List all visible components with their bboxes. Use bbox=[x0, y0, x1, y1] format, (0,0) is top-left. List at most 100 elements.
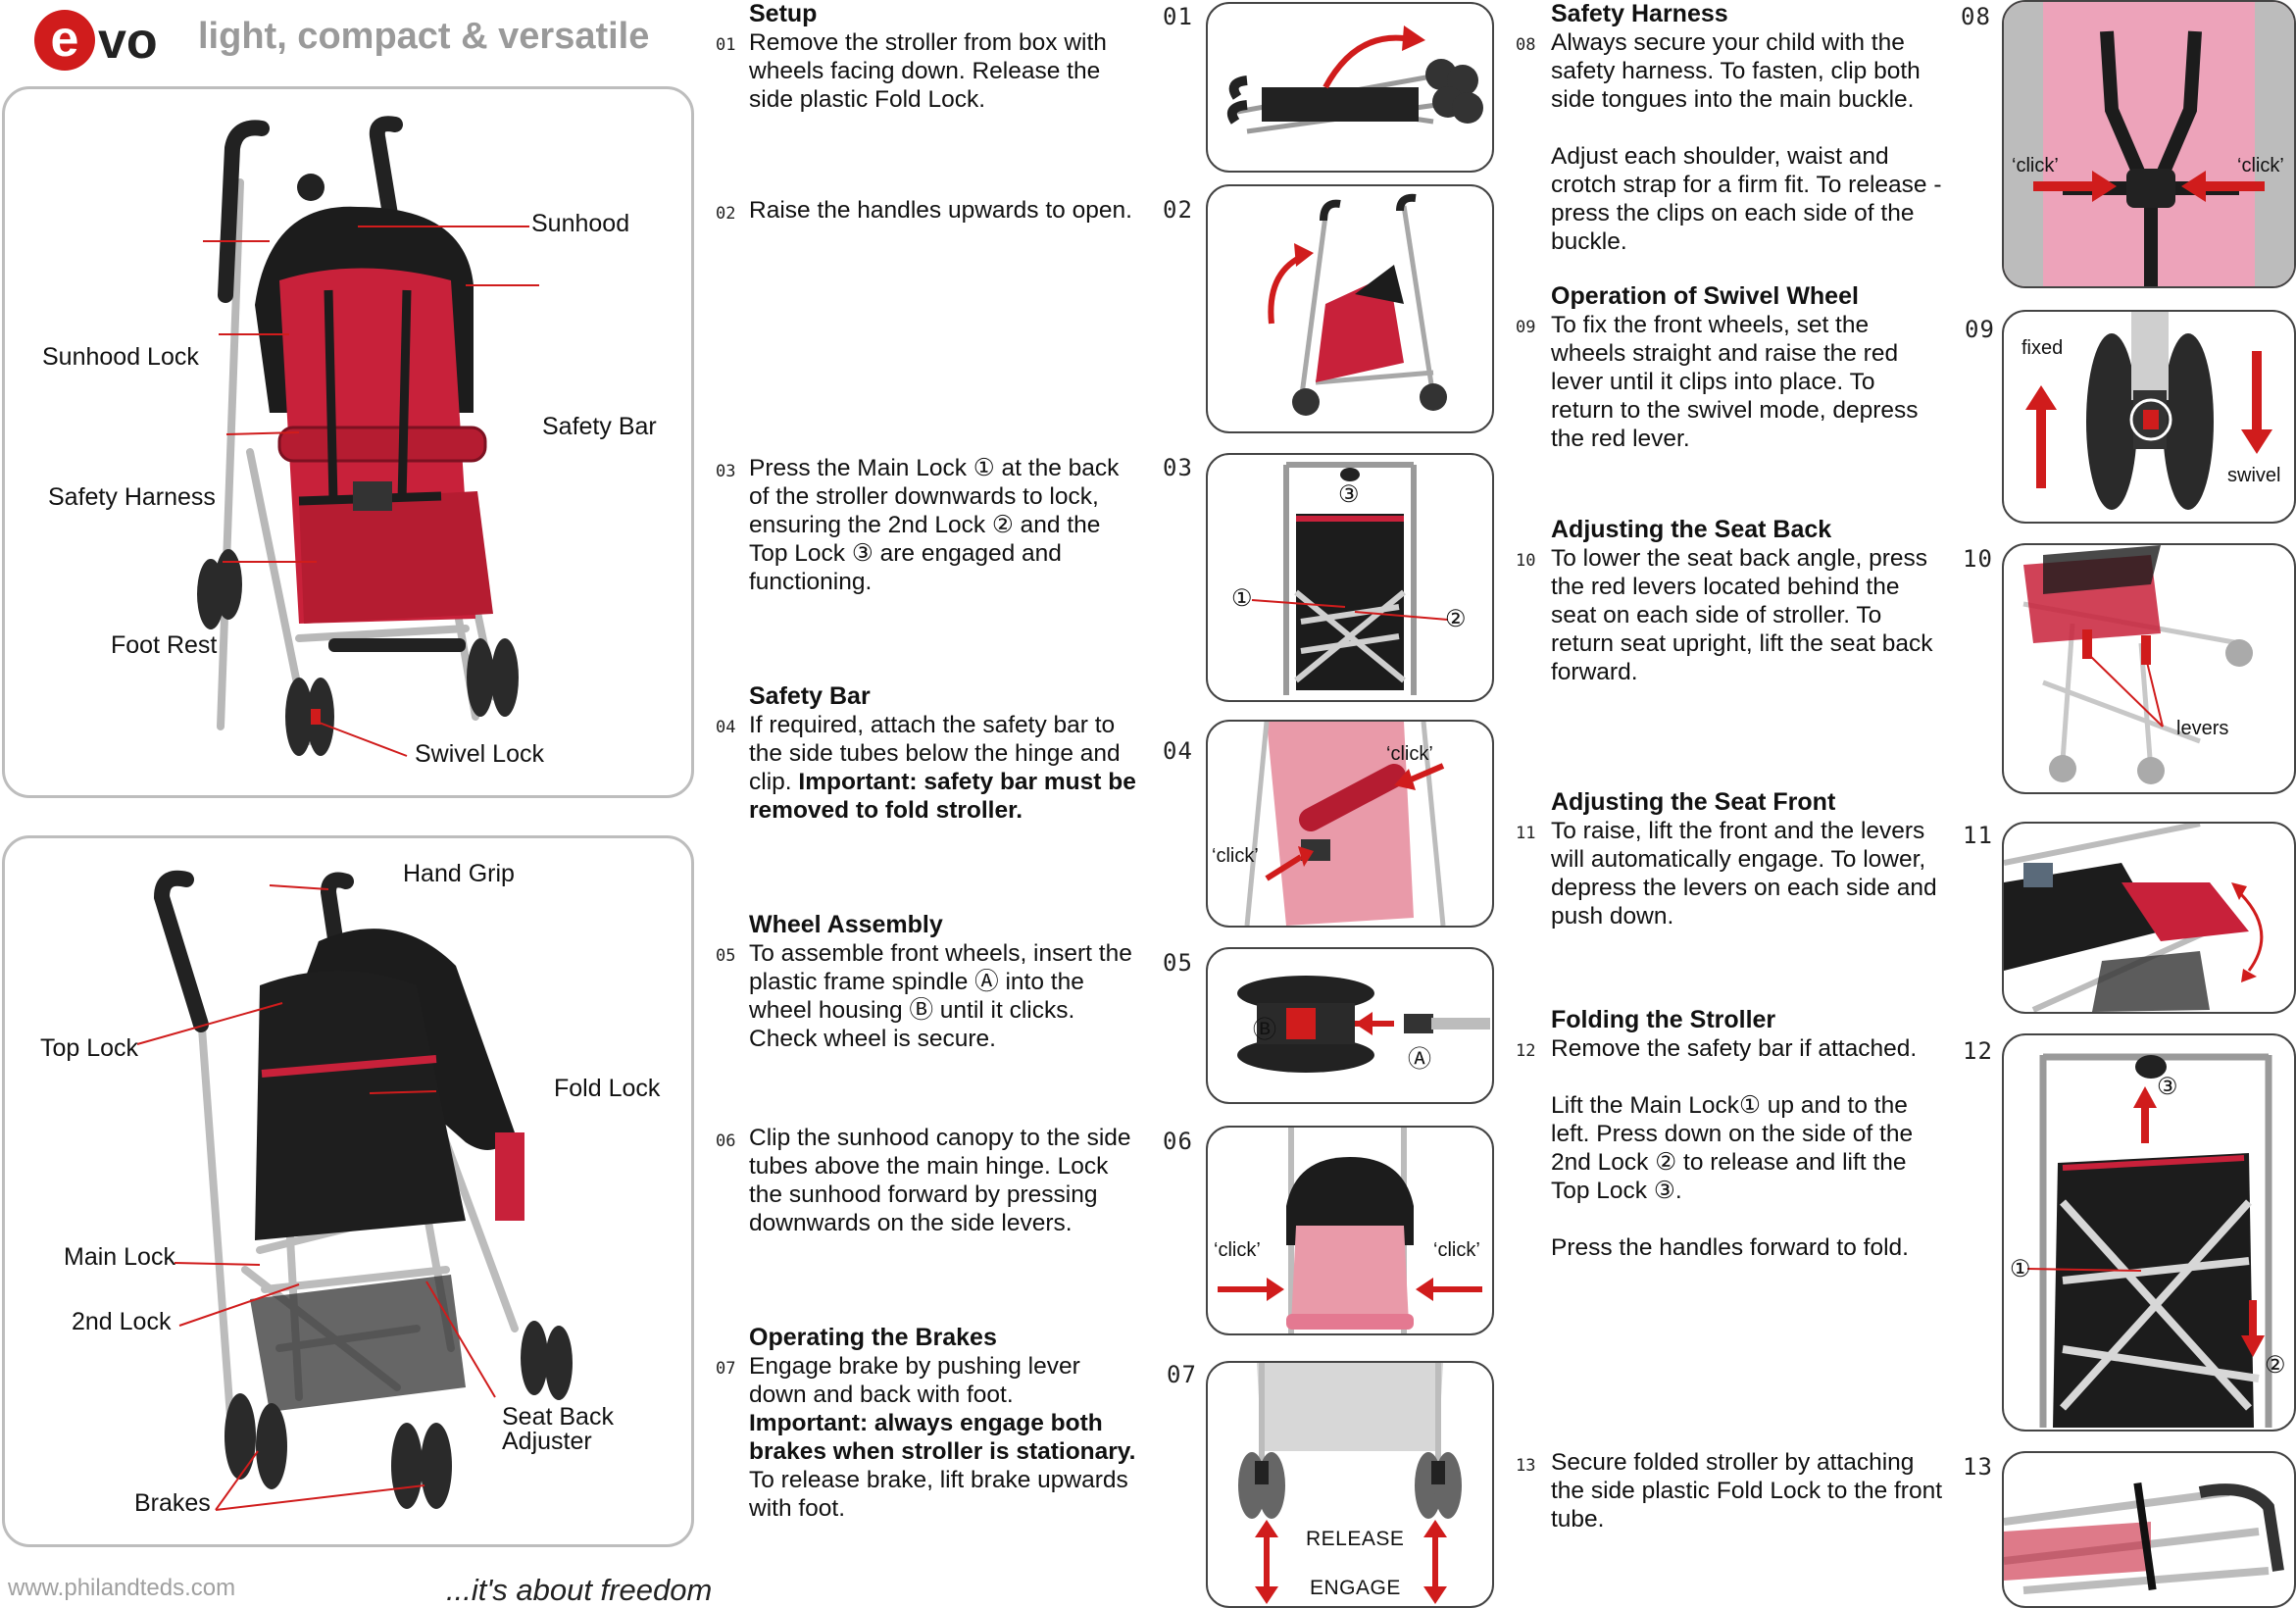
fig-13-num: 13 bbox=[1963, 1453, 1993, 1481]
stroller-back-illustration bbox=[136, 870, 573, 1511]
callout-foot-rest: Foot Rest bbox=[111, 631, 218, 659]
step-10: Adjusting the Seat Back 10 To lower the … bbox=[1516, 516, 1943, 686]
step-07-text: Engage brake by pushing lever down and b… bbox=[749, 1353, 1080, 1408]
step-09: Operation of Swivel Wheel 09 To fix the … bbox=[1516, 282, 1943, 453]
fig-07: RELEASE ENGAGE bbox=[1206, 1361, 1494, 1608]
fig-09-swivel: swivel bbox=[2227, 465, 2281, 486]
step-12-main-lock-marker: ① bbox=[1739, 1092, 1761, 1119]
fig-06-sunhood-clip bbox=[1218, 1128, 1482, 1333]
step-08-title: Safety Harness bbox=[1551, 0, 1728, 27]
callout-swivel-lock: Swivel Lock bbox=[415, 740, 544, 768]
step-12-text3: Press the handles forward to fold. bbox=[1551, 1234, 1909, 1261]
step-01: Setup 01 Remove the stroller from box wi… bbox=[716, 0, 1137, 114]
step-12-title: Folding the Stroller bbox=[1551, 1006, 1776, 1033]
main-lock-marker: ① bbox=[973, 455, 995, 481]
step-10-num: 10 bbox=[1516, 551, 1536, 571]
step-03-text-c: and the Top Lock bbox=[749, 512, 1101, 567]
step-03: 03 Press the Main Lock ① at the back of … bbox=[716, 454, 1137, 596]
step-06-text: Clip the sunhood canopy to the side tube… bbox=[749, 1125, 1131, 1236]
fig-13 bbox=[2002, 1451, 2296, 1608]
step-01-text: Remove the stroller from box with wheels… bbox=[749, 29, 1107, 113]
fig-07-num: 07 bbox=[1167, 1361, 1197, 1388]
callout-sunhood-lock: Sunhood Lock bbox=[42, 343, 199, 371]
step-12-text2-a: Lift the Main Lock bbox=[1551, 1092, 1740, 1119]
step-08-num: 08 bbox=[1516, 35, 1536, 55]
step-09-text: To fix the front wheels, set the wheels … bbox=[1551, 312, 1919, 452]
step-02: 02 Raise the handles upwards to open. bbox=[716, 196, 1137, 225]
step-11-title: Adjusting the Seat Front bbox=[1551, 788, 1836, 816]
step-12-text2-b: up and to the left. Press down on the si… bbox=[1551, 1092, 1914, 1176]
step-05-text-a: To assemble front wheels, insert the pla… bbox=[749, 940, 1132, 995]
fig-06-click-right: ‘click’ bbox=[1433, 1239, 1480, 1261]
step-13-text: Secure folded stroller by attaching the … bbox=[1551, 1449, 1943, 1533]
fig-01-num: 01 bbox=[1163, 3, 1193, 30]
fig-06-num: 06 bbox=[1163, 1128, 1193, 1155]
callout-sunhood: Sunhood bbox=[531, 210, 630, 237]
fig-04-click-left: ‘click’ bbox=[1212, 845, 1259, 867]
fig-03-locks-diagram bbox=[1251, 462, 1449, 695]
step-05-text-c: until it clicks. Check wheel is secure. bbox=[749, 997, 1075, 1052]
step-04-text: If required, attach the safety bar to th… bbox=[749, 711, 1137, 825]
fig-03-marker-1: ① bbox=[1231, 585, 1253, 612]
housing-marker: Ⓑ bbox=[909, 997, 933, 1024]
callout-2nd-lock: 2nd Lock bbox=[72, 1308, 172, 1335]
step-06-num: 06 bbox=[716, 1131, 736, 1151]
step-12-num: 12 bbox=[1516, 1041, 1536, 1061]
step-06: 06 Clip the sunhood canopy to the side t… bbox=[716, 1124, 1137, 1237]
step-03-text: Press the Main Lock ① at the back of the… bbox=[749, 454, 1137, 596]
step-05-title: Wheel Assembly bbox=[749, 911, 943, 938]
step-04-title: Safety Bar bbox=[749, 682, 871, 710]
fig-04-num: 04 bbox=[1163, 737, 1193, 765]
step-03-text-a: Press the Main Lock bbox=[749, 455, 973, 481]
fig-12-marker-3: ③ bbox=[2157, 1074, 2178, 1100]
step-07-important-text: Important: always engage both brakes whe… bbox=[749, 1410, 1136, 1465]
step-05-num: 05 bbox=[716, 946, 736, 966]
step-08-text: Always secure your child with the safety… bbox=[1551, 29, 1921, 113]
fig-12-marker-2: ② bbox=[2265, 1352, 2286, 1379]
fig-08-click-left: ‘click’ bbox=[2012, 155, 2059, 176]
fig-09-num: 09 bbox=[1965, 316, 1995, 343]
step-08-text2: Adjust each shoulder, waist and crotch s… bbox=[1551, 143, 1942, 255]
step-11-text: To raise, lift the front and the levers … bbox=[1551, 818, 1937, 930]
fig-11 bbox=[2002, 822, 2296, 1014]
step-05-text: To assemble front wheels, insert the pla… bbox=[749, 939, 1137, 1053]
fig-03-marker-2: ② bbox=[1445, 606, 1467, 632]
step-10-text: To lower the seat back angle, press the … bbox=[1551, 545, 1933, 685]
step-04-important: Important: safety bar must be removed to… bbox=[749, 769, 1136, 824]
step-04-num: 04 bbox=[716, 718, 736, 737]
fig-05-marker-a: Ⓐ bbox=[1408, 1046, 1431, 1073]
callout-brakes: Brakes bbox=[134, 1489, 211, 1517]
fig-07-brakes bbox=[1238, 1363, 1462, 1604]
fig-03-marker-3: ③ bbox=[1338, 481, 1360, 508]
fig-09-fixed: fixed bbox=[2021, 337, 2064, 359]
callout-fold-lock: Fold Lock bbox=[554, 1075, 661, 1102]
footer-slogan: ...it's about freedom bbox=[446, 1573, 713, 1607]
step-07-text2: To release brake, lift brake upwards wit… bbox=[749, 1467, 1128, 1522]
callout-main-lock: Main Lock bbox=[64, 1243, 175, 1271]
fig-02-num: 02 bbox=[1163, 196, 1193, 224]
stroller-front-illustration bbox=[197, 116, 539, 757]
step-01-num: 01 bbox=[716, 35, 736, 55]
footer-url[interactable]: www.philandteds.com bbox=[8, 1575, 236, 1601]
fig-10-seat-back bbox=[2022, 545, 2253, 784]
step-12-text2: Lift the Main Lock① up and to the left. … bbox=[1551, 1091, 1943, 1205]
callout-top-lock: Top Lock bbox=[40, 1034, 139, 1062]
fig-02 bbox=[1206, 184, 1494, 433]
fig-04-click-right: ‘click’ bbox=[1386, 743, 1433, 765]
step-04-text-body: If required, attach the safety bar to th… bbox=[749, 712, 1121, 795]
step-12-text2-c: to release and lift the Top Lock bbox=[1551, 1149, 1907, 1204]
step-03-text-b: at the back of the stroller downwards to… bbox=[749, 455, 1120, 538]
panel-open-stroller-back: Hand Grip Top Lock Fold Lock Main Lock 2… bbox=[2, 835, 694, 1547]
step-08: Safety Harness 08 Always secure your chi… bbox=[1516, 0, 1943, 256]
callout-seat-back-adjuster-1: Seat Back bbox=[502, 1403, 614, 1431]
fig-04: ‘click’ ‘click’ bbox=[1206, 720, 1494, 928]
step-12-text: Remove the safety bar if attached. bbox=[1551, 1035, 1918, 1062]
step-10-title: Adjusting the Seat Back bbox=[1551, 516, 1832, 543]
step-12: Folding the Stroller 12 Remove the safet… bbox=[1516, 1006, 1943, 1262]
step-13: 13 Secure folded stroller by attaching t… bbox=[1516, 1448, 1943, 1533]
step-04: Safety Bar 04 If required, attach the sa… bbox=[716, 682, 1137, 825]
svg-text:vo: vo bbox=[98, 13, 158, 70]
fig-04-safety-bar bbox=[1244, 722, 1446, 926]
step-12-text2-d: . bbox=[1674, 1178, 1682, 1204]
fig-08-num: 08 bbox=[1961, 3, 1991, 30]
